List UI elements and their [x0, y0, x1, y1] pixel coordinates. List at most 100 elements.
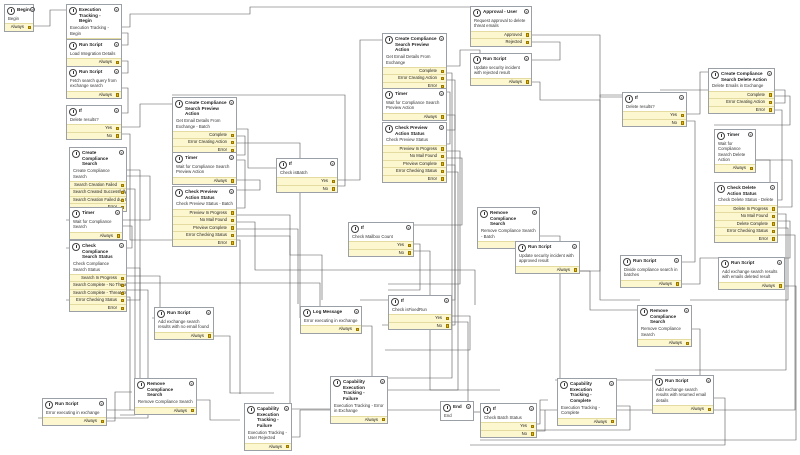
- output-port[interactable]: No Mail Found: [715, 212, 777, 220]
- close-icon[interactable]: ×: [229, 155, 234, 160]
- output-port[interactable]: Search Creation Failed due to a...: [70, 195, 126, 204]
- node-rs-add-deleted[interactable]: Run Script×Add exchange search results w…: [718, 257, 785, 291]
- output-port[interactable]: Error Checking Status: [383, 167, 446, 175]
- node-create-prev-batch[interactable]: Create Compliance Search Preview Action×…: [172, 97, 237, 155]
- output-port[interactable]: Always: [245, 442, 291, 451]
- close-icon[interactable]: ×: [572, 244, 577, 249]
- output-port[interactable]: Yes: [277, 177, 337, 185]
- close-icon[interactable]: ×: [748, 132, 753, 137]
- output-port[interactable]: Error Creating Action: [709, 98, 774, 106]
- node-timer3[interactable]: Timer×Wait for Compliance Search Preview…: [382, 88, 447, 122]
- close-icon[interactable]: ×: [206, 310, 211, 315]
- close-icon[interactable]: ×: [770, 185, 775, 190]
- output-port[interactable]: Always: [301, 325, 361, 333]
- output-port[interactable]: No: [67, 131, 121, 140]
- node-create-prev[interactable]: Create Compliance Search Preview Action×…: [382, 33, 447, 91]
- output-port[interactable]: Always: [383, 112, 446, 121]
- output-port[interactable]: Error Creating Action: [173, 138, 236, 146]
- close-icon[interactable]: ×: [119, 150, 124, 155]
- close-icon[interactable]: ×: [406, 225, 411, 230]
- close-icon[interactable]: ×: [466, 404, 471, 409]
- close-icon[interactable]: ×: [679, 95, 684, 100]
- output-port[interactable]: Approved: [471, 30, 531, 39]
- close-icon[interactable]: ×: [767, 71, 772, 76]
- node-rs-add-details[interactable]: Run Script×Add exchange search results w…: [652, 375, 714, 414]
- output-port[interactable]: Always: [173, 176, 236, 185]
- output-port[interactable]: No: [623, 118, 686, 127]
- close-icon[interactable]: ×: [524, 9, 529, 14]
- node-remove-batch[interactable]: Remove Compliance Search×Remove Complian…: [477, 207, 540, 250]
- close-icon[interactable]: ×: [229, 189, 234, 194]
- output-port[interactable]: Error: [383, 81, 446, 90]
- node-create-del[interactable]: Create Compliance Search Delete Action×D…: [708, 68, 775, 115]
- output-port[interactable]: Yes: [481, 422, 536, 430]
- output-port[interactable]: Always: [70, 231, 122, 240]
- node-rs-update-rej[interactable]: Run Script×Update security incident with…: [470, 53, 532, 87]
- node-remove2[interactable]: Remove Compliance Search×Remove Complian…: [637, 305, 692, 348]
- close-icon[interactable]: ×: [380, 379, 385, 384]
- node-rs-update-appr[interactable]: Run Script×Update security incident with…: [515, 241, 580, 275]
- output-port[interactable]: Error: [715, 234, 777, 243]
- output-port[interactable]: Yes: [67, 124, 121, 132]
- close-icon[interactable]: ×: [529, 406, 534, 411]
- output-port[interactable]: No Mail Found: [173, 216, 236, 224]
- output-port[interactable]: Rejected: [471, 38, 531, 46]
- output-port[interactable]: Always: [621, 279, 681, 288]
- output-port[interactable]: Always: [516, 265, 579, 274]
- close-icon[interactable]: ×: [609, 381, 614, 386]
- node-approval[interactable]: Approval - User×Request approval to dele…: [470, 6, 532, 47]
- node-end[interactable]: End×End: [440, 401, 474, 422]
- close-icon[interactable]: ×: [444, 298, 449, 303]
- output-port[interactable]: Search Created Successfully: [70, 188, 126, 196]
- close-icon[interactable]: ×: [229, 100, 234, 105]
- output-port[interactable]: Error: [173, 238, 236, 247]
- output-port[interactable]: Always: [715, 164, 755, 172]
- node-check-prev-batch[interactable]: Check Preview Action Status×Check Previe…: [172, 186, 237, 248]
- output-port[interactable]: Error Checking Status: [173, 231, 236, 239]
- close-icon[interactable]: ×: [354, 309, 359, 314]
- output-port[interactable]: No: [277, 184, 337, 193]
- output-port[interactable]: Error Checking Status: [715, 227, 777, 235]
- output-port[interactable]: Search Complete - Threat Emai...: [70, 288, 126, 297]
- output-port[interactable]: Complete: [173, 130, 236, 139]
- output-port[interactable]: Search In Progress: [70, 273, 126, 282]
- output-port[interactable]: Complete: [709, 90, 774, 99]
- output-port[interactable]: Always: [331, 415, 387, 424]
- close-icon[interactable]: ×: [674, 258, 679, 263]
- node-check-prev[interactable]: Check Preview Action Status×Check Previe…: [382, 122, 447, 184]
- output-port[interactable]: Error: [70, 303, 126, 312]
- output-port[interactable]: No: [389, 321, 451, 330]
- output-port[interactable]: Always: [67, 90, 121, 99]
- output-port[interactable]: Always: [558, 417, 616, 426]
- output-port[interactable]: Always: [638, 338, 691, 347]
- output-port[interactable]: Preview Complete: [173, 223, 236, 232]
- close-icon[interactable]: ×: [29, 7, 35, 12]
- output-port[interactable]: Yes: [349, 241, 413, 249]
- node-timer4[interactable]: Timer×Wait for Compliance Search Delete …: [714, 129, 756, 173]
- node-timer2[interactable]: Timer×Wait for Compliance Search Preview…: [172, 152, 237, 186]
- node-cap-error[interactable]: Capability Execution Tracking - Failure×…: [330, 376, 388, 425]
- close-icon[interactable]: ×: [439, 125, 444, 130]
- close-icon[interactable]: ×: [99, 401, 104, 406]
- output-port[interactable]: Always: [67, 58, 121, 66]
- output-port[interactable]: Search Complete - No Threat E...: [70, 281, 126, 289]
- node-create-cs[interactable]: Create Compliance Search×Create Complian…: [69, 147, 127, 212]
- output-port[interactable]: Error Creating Action: [383, 74, 446, 82]
- node-check-del[interactable]: Check Delete Action Status×Check Delete …: [714, 182, 778, 244]
- output-port[interactable]: Always: [155, 331, 213, 340]
- output-port[interactable]: No: [481, 429, 536, 438]
- node-cap-reject[interactable]: Capability Execution Tracking - Failure×…: [244, 403, 292, 452]
- output-port[interactable]: Yes: [389, 314, 451, 322]
- output-port[interactable]: Delete In Progress: [715, 204, 777, 213]
- output-port[interactable]: Error: [173, 145, 236, 154]
